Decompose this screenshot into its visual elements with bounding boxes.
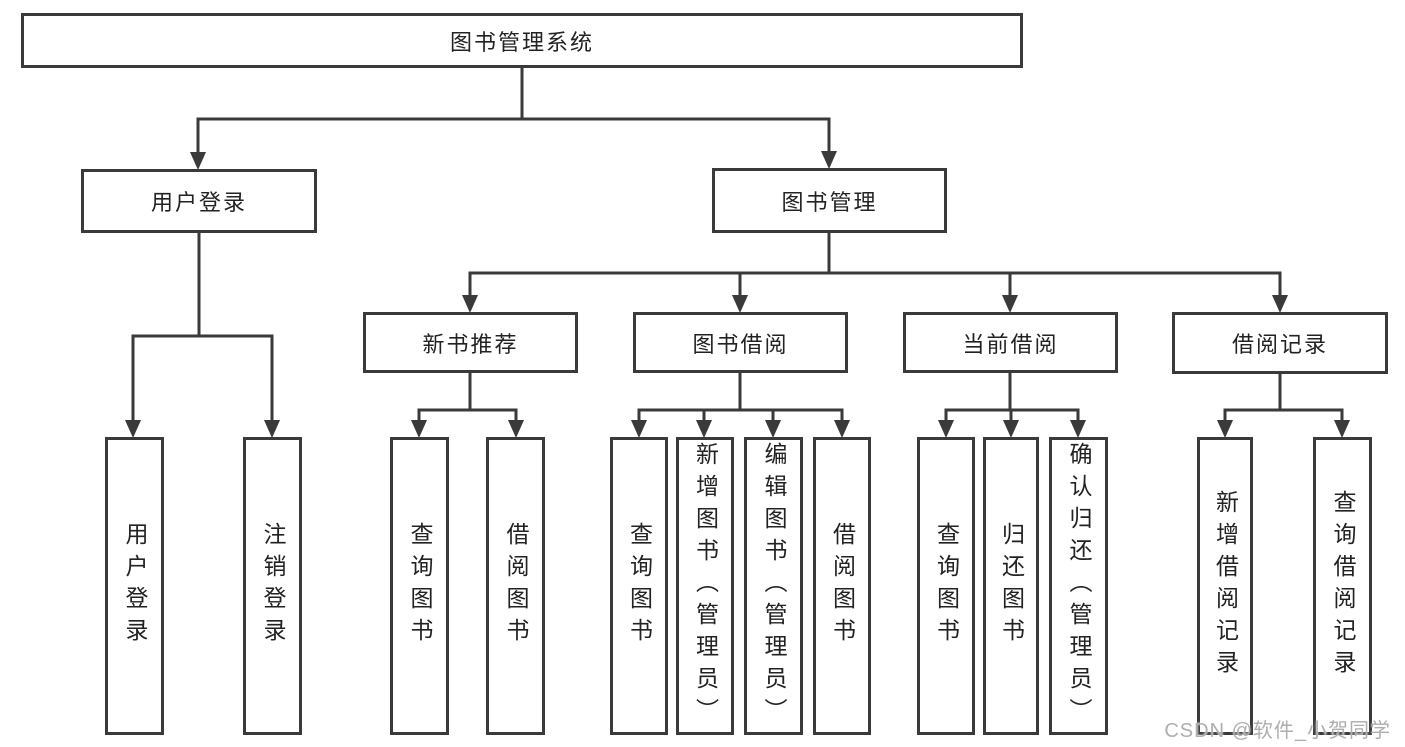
leaf-return-books: 归还图书 [983, 437, 1039, 735]
leaf-borrow-books-recommend: 借阅图书 [486, 437, 545, 735]
node-user-login: 用户登录 [81, 169, 317, 233]
node-library-management-system: 图书管理系统 [21, 13, 1023, 68]
leaf-query-books-borrowing: 查询图书 [610, 437, 668, 735]
leaf-confirm-return-admin: 确认归还（管理员） [1049, 437, 1108, 735]
leaf-logout: 注销登录 [243, 437, 302, 735]
leaf-query-borrow-record: 查询借阅记录 [1313, 437, 1372, 735]
leaf-borrow-books-borrowing: 借阅图书 [813, 437, 871, 735]
node-current-borrowing: 当前借阅 [903, 312, 1118, 373]
csdn-watermark: CSDN @软件_小贺同学 [1164, 720, 1391, 742]
leaf-add-books-admin: 新增图书（管理员） [676, 437, 734, 735]
arrowheads [125, 151, 1350, 438]
leaf-query-books-recommend: 查询图书 [390, 437, 449, 735]
leaf-user-login: 用户登录 [105, 437, 164, 735]
leaf-edit-books-admin: 编辑图书（管理员） [744, 437, 803, 735]
node-book-borrowing: 图书借阅 [633, 312, 848, 373]
leaf-query-books-current: 查询图书 [917, 437, 975, 735]
node-borrowing-records: 借阅记录 [1172, 312, 1388, 374]
node-new-book-recommend: 新书推荐 [363, 312, 578, 373]
node-book-management: 图书管理 [712, 168, 947, 233]
leaf-add-borrow-record: 新增借阅记录 [1197, 437, 1253, 735]
